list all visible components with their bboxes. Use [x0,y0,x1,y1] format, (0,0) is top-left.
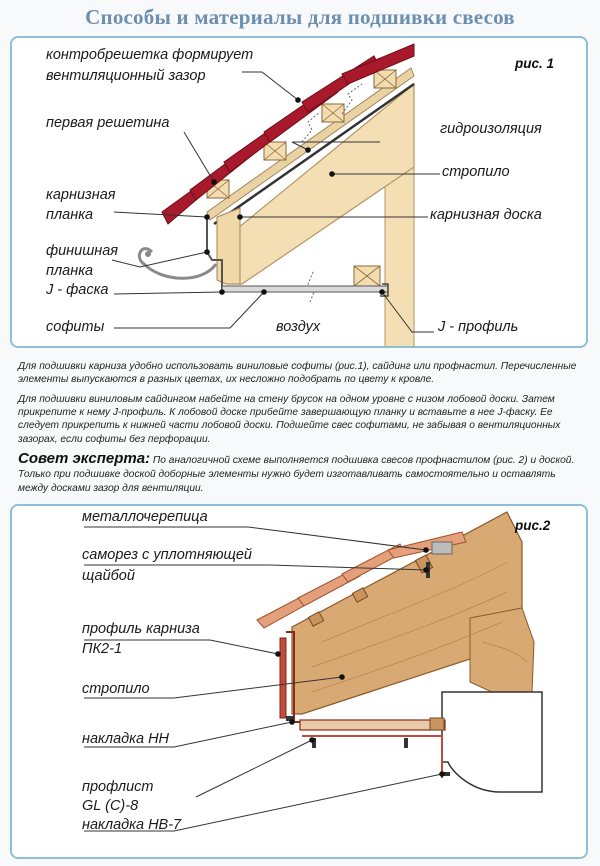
expert-tip-text: По аналогичной схеме выполняется подшивк… [18,455,575,494]
label-profile-sheet-line1: профлист [82,779,154,795]
label-counter-lattice-line1: контробрешетка формирует [46,47,254,63]
label-rafter: стропило [442,164,510,180]
label-screw-line2: щайбой [82,568,135,584]
label-waterproofing: гидроизоляция [440,121,542,137]
label-overlay-nn: накладка НН [82,731,170,747]
label-j-facet: J - фаска [46,282,109,298]
expert-tip: Совет эксперта: По аналогичной схеме вып… [18,450,584,496]
expert-tip-heading: Совет эксперта: [18,450,151,467]
figure-2-drawing [84,511,543,832]
label-soffits: софиты [46,319,105,335]
label-eave-profile-line2: ПК2-1 [82,641,123,657]
label-overlay-nv7: накладка НВ-7 [82,817,182,833]
figure-2-panel: рис.2 [10,504,588,859]
label-eave-profile-line1: профиль карниза [82,621,200,637]
label-air: воздух [276,319,321,335]
figure-1-label: рис. 1 [515,56,555,71]
label-first-batten: первая решетина [46,115,170,131]
figure-2-label: рис.2 [515,518,551,533]
label-eave-board: карнизная доска [430,207,542,223]
figure-1-panel: рис. 1 [10,36,588,348]
paragraph-soffit-intro: Для подшивки карниза удобно использовать… [18,361,577,386]
label-j-profile: J - профиль [438,319,519,335]
label-finishing-strip-line1: финишная [46,243,119,259]
label-profile-sheet-line2: GL (С)-8 [82,798,139,814]
label-counter-lattice-line2: вентиляционный зазор [46,68,206,84]
label-screw-line1: саморез с уплотняющей [82,547,252,563]
label-eave-strip-line1: карнизная [46,187,116,203]
label-finishing-strip-line2: планка [46,263,94,279]
figure-1-drawing [111,43,440,346]
label-rafter-2: стропило [82,681,150,697]
paragraph-siding-instructions: Для подшивки виниловым сайдингом набейте… [18,394,561,445]
page-title: Способы и материалы для подшивки свесов [85,5,515,29]
label-metal-tile: металлочерепица [82,509,208,525]
label-eave-strip-line2: планка [46,207,94,223]
